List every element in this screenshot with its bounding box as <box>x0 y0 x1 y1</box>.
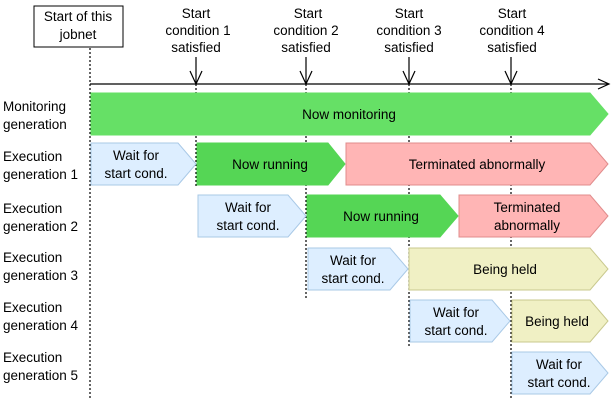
gen4-wait-line1: Wait for <box>433 305 480 320</box>
condition-1-line1: Start <box>182 6 211 21</box>
condition-3-line2: condition 3 <box>376 23 441 38</box>
row-exec4-line1: Execution <box>3 300 62 315</box>
gen2-running-arrow <box>306 194 459 238</box>
jobnet-start-label-line1: Start of this <box>44 9 113 24</box>
gen4-held-arrow <box>511 299 609 343</box>
gen2-terminated-line1: Terminated <box>494 200 561 215</box>
gen1-wait-line1: Wait for <box>113 148 160 163</box>
condition-1-line2: condition 1 <box>165 23 230 38</box>
row-exec3-line2: generation 3 <box>3 268 78 283</box>
monitoring-arrow <box>90 92 609 136</box>
gen1-wait-arrow <box>90 142 197 186</box>
gen1-running-label: Now running <box>232 157 308 172</box>
gen4-wait-arrow <box>409 299 511 343</box>
gen3-wait-arrow <box>307 247 409 291</box>
condition-2-line1: Start <box>294 6 323 21</box>
gen1-wait-line2: start cond. <box>104 166 167 181</box>
row-exec2-line2: generation 2 <box>3 219 78 234</box>
condition-3-line3: satisfied <box>384 40 434 55</box>
gen2-terminated-arrow <box>458 194 609 238</box>
gen4-wait-line2: start cond. <box>424 323 487 338</box>
row-exec1-line2: generation 1 <box>3 167 78 182</box>
gen1-terminated-label: Terminated abnormally <box>409 157 546 172</box>
gen2-wait-arrow <box>197 194 307 238</box>
jobnet-start-box <box>33 5 124 48</box>
gen2-terminated-line2: abnormally <box>494 218 560 233</box>
condition-1-line3: satisfied <box>171 40 221 55</box>
row-exec4-line2: generation 4 <box>3 318 79 333</box>
condition-4-line3: satisfied <box>487 40 537 55</box>
condition-2-line2: condition 2 <box>273 23 338 38</box>
condition-4-line2: condition 4 <box>479 23 545 38</box>
condition-label-2: Start condition 2 satisfied <box>273 6 338 55</box>
condition-label-1: Start condition 1 satisfied <box>165 6 230 55</box>
gen5-wait-line2: start cond. <box>527 375 590 390</box>
gen2-running-label: Now running <box>343 209 419 224</box>
row-exec1-line1: Execution <box>3 149 62 164</box>
row-exec5-line1: Execution <box>3 350 62 365</box>
condition-4-line1: Start <box>498 6 527 21</box>
condition-3-line1: Start <box>395 6 424 21</box>
row-exec3-line1: Execution <box>3 250 62 265</box>
gen3-wait-line2: start cond. <box>321 271 384 286</box>
gen1-terminated-arrow <box>345 142 609 186</box>
gen4-held-label: Being held <box>525 314 589 329</box>
row-monitoring-line2: generation <box>3 117 67 132</box>
gen2-wait-line1: Wait for <box>225 200 272 215</box>
row-monitoring-line1: Monitoring <box>3 99 66 114</box>
condition-arrows <box>189 57 518 86</box>
now-monitoring-label: Now monitoring <box>302 107 396 122</box>
row-exec5-line2: generation 5 <box>3 368 78 383</box>
gen2-wait-line2: start cond. <box>216 218 279 233</box>
timeline-arrow-head <box>597 78 611 90</box>
gen3-held-arrow <box>408 247 609 291</box>
jobnet-start-label-line2: jobnet <box>59 27 97 42</box>
gen5-wait-line1: Wait for <box>536 357 583 372</box>
condition-label-3: Start condition 3 satisfied <box>376 6 441 55</box>
gen5-wait-arrow <box>511 351 609 395</box>
gen3-held-label: Being held <box>473 262 537 277</box>
gen3-wait-line1: Wait for <box>330 253 377 268</box>
condition-2-line3: satisfied <box>281 40 331 55</box>
condition-label-4: Start condition 4 satisfied <box>479 6 545 55</box>
row-exec2-line1: Execution <box>3 201 62 216</box>
row-labels: Monitoring generation Execution generati… <box>3 99 79 383</box>
gen1-running-arrow <box>196 142 346 186</box>
